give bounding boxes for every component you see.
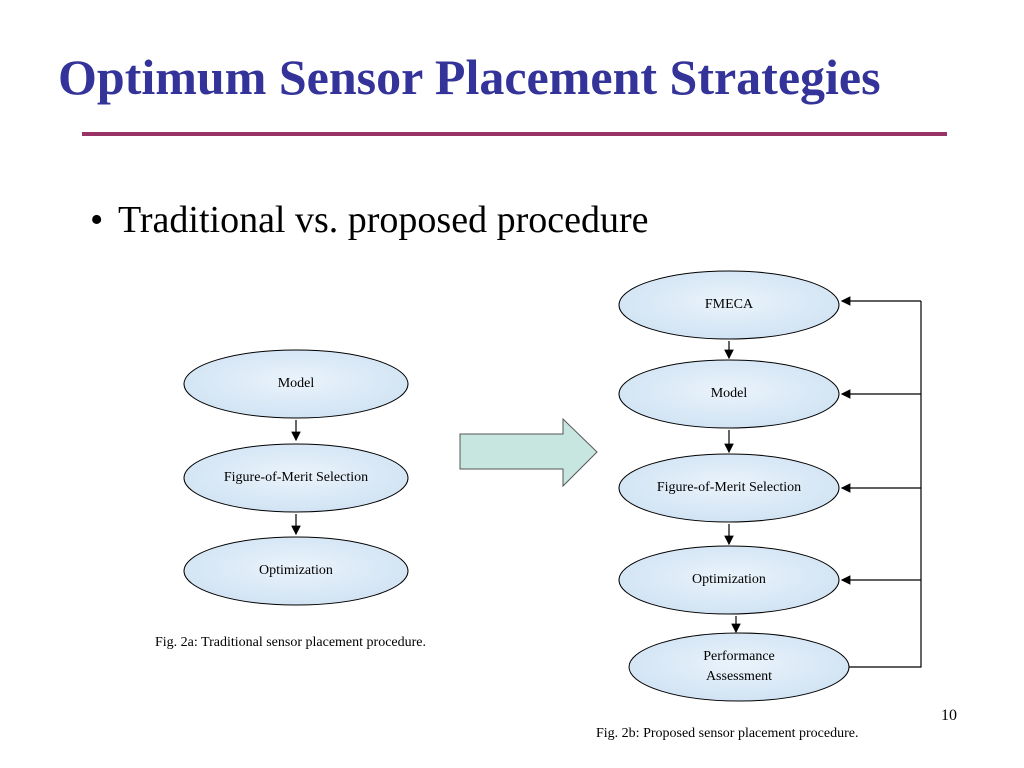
fig-a-node-model (183, 349, 409, 419)
fig-b-node-figure-of-merit (618, 453, 840, 523)
fig-a-caption: Fig. 2a: Traditional sensor placement pr… (155, 635, 426, 650)
fig-b-caption: Fig. 2b: Proposed sensor placement proce… (596, 726, 859, 741)
transition-arrow (459, 417, 598, 488)
bullet-item: • Traditional vs. proposed procedure (90, 198, 649, 242)
fig-a-node-optimization (183, 536, 409, 606)
slide-title: Optimum Sensor Placement Strategies (58, 49, 881, 105)
page-number: 10 (941, 707, 957, 724)
fig-b-label-optimization: Optimization (692, 572, 766, 587)
fig-a-label-model: Model (277, 376, 315, 391)
fig-b-label-figure-of-merit: Figure-of-Merit Selection (656, 480, 802, 495)
title-underline (82, 132, 947, 136)
bullet-text: Traditional vs. proposed procedure (118, 199, 649, 241)
fig-b-node-optimization (618, 545, 840, 615)
feedback-loop-line (849, 301, 922, 668)
fig-a-label-figure-of-merit: Figure-of-Merit Selection (223, 470, 369, 485)
fig-b-label-fmeca: FMECA (704, 297, 754, 312)
bullet-symbol: • (90, 199, 104, 241)
fig-b-node-model (618, 359, 840, 429)
fig-a-node-figure-of-merit (183, 443, 409, 513)
fig-b-label-model: Model (710, 386, 748, 401)
fig-b-label-performance-assessment: Performance Assessment (703, 649, 775, 684)
fig-a-label-optimization: Optimization (259, 563, 333, 578)
fig-b-node-fmeca (618, 270, 840, 340)
